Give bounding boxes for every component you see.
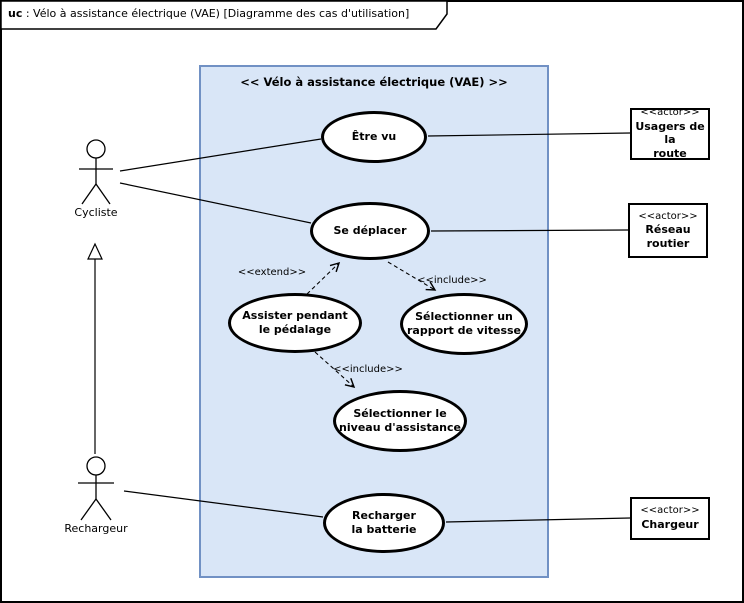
frame-title-text: : Vélo à assistance électrique (VAE) [Di… (22, 7, 410, 20)
usecase-niveau-assistance: Sélectionner le niveau d'assistance (333, 390, 467, 452)
actor-box-usagers-route: <<actor>> Usagers de la route (630, 107, 710, 161)
assoc-cycliste-se-deplacer (119, 182, 312, 224)
usecase-rapport-vitesse-label: Sélectionner un rapport de vitesse (406, 309, 522, 337)
cycliste-head (86, 139, 106, 159)
usecase-assister-pedalage: Assister pendant le pédalage (228, 293, 362, 353)
actor-stereotype: <<actor>> (638, 210, 698, 222)
actor-stereotype: <<actor>> (640, 107, 700, 119)
assoc-cycliste-etre-vu (119, 138, 322, 172)
actor-stereotype: <<actor>> (640, 505, 700, 517)
extend-arrow (306, 261, 341, 295)
rechargeur-figure (78, 456, 114, 521)
generalization-arrow (87, 242, 103, 454)
rechargeur-head (86, 456, 106, 476)
usecase-recharger-batterie-label: Recharger la batterie (351, 508, 417, 536)
usecase-se-deplacer-label: Se déplacer (333, 223, 407, 237)
assoc-etre-vu-usagers (427, 132, 631, 137)
include-label-rapport: <<include>> (417, 275, 487, 286)
actor-name-reseau-routier: Réseau routier (645, 223, 691, 250)
cycliste-label: Cycliste (74, 206, 118, 219)
include-arrow-niveau (314, 351, 356, 389)
frame-title-tab (0, 0, 448, 30)
extend-label: <<extend>> (237, 267, 307, 278)
frame-title: uc : Vélo à assistance électrique (VAE) … (8, 7, 409, 20)
assoc-recharger-chargeur (445, 517, 631, 523)
generalization-triangle (87, 242, 103, 260)
rechargeur-label: Rechargeur (64, 522, 128, 535)
include-arrow-rapport (387, 261, 437, 291)
usecase-recharger-batterie: Recharger la batterie (323, 493, 445, 553)
usecase-etre-vu-label: Être vu (351, 129, 397, 143)
actor-box-reseau-routier: <<actor>> Réseau routier (628, 203, 708, 258)
assoc-rechargeur-recharger (123, 490, 324, 518)
cycliste-figure (79, 139, 113, 205)
usecase-assister-pedalage-label: Assister pendant le pédalage (242, 308, 348, 336)
usecase-se-deplacer: Se déplacer (310, 202, 430, 260)
usecase-rapport-vitesse: Sélectionner un rapport de vitesse (400, 293, 528, 355)
frame-title-keyword: uc (8, 7, 23, 20)
association-lines (119, 132, 631, 523)
assoc-se-deplacer-reseau (430, 229, 629, 232)
actor-box-chargeur: <<actor>> Chargeur (630, 497, 710, 540)
usecase-etre-vu: Être vu (321, 111, 427, 163)
actor-name-usagers-route: Usagers de la route (635, 119, 705, 161)
usecase-niveau-assistance-label: Sélectionner le niveau d'assistance (339, 406, 461, 434)
dependency-arrows (306, 261, 437, 389)
include-label-niveau: <<include>> (333, 364, 403, 375)
system-boundary-label: << Vélo à assistance électrique (VAE) >> (240, 75, 508, 89)
actor-name-chargeur: Chargeur (641, 517, 699, 531)
